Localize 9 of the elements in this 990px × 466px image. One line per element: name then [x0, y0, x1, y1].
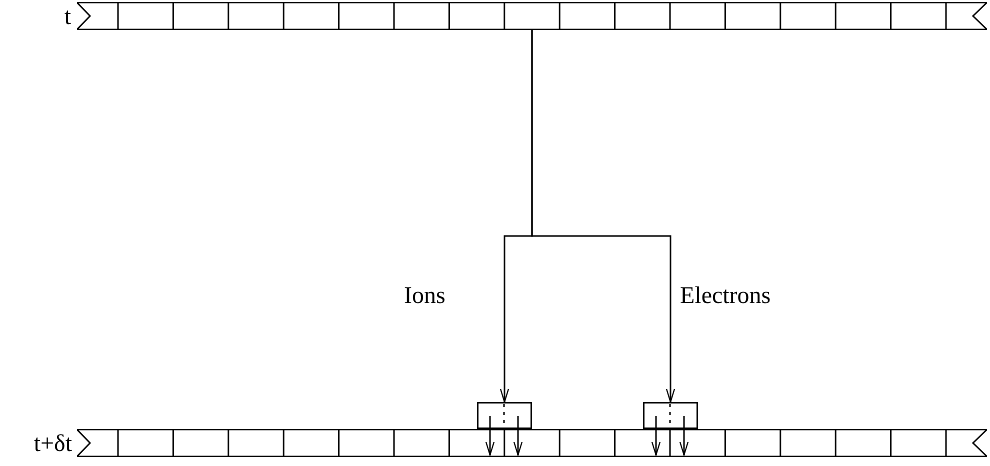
time-label: t — [63, 5, 71, 29]
edge-label: Ions — [404, 284, 446, 308]
arrow — [679, 416, 689, 456]
arrow — [513, 416, 523, 456]
arrow — [531, 30, 676, 403]
edge-label: Electrons — [680, 284, 771, 308]
arrow — [651, 416, 661, 456]
time-label: t+δt — [32, 432, 72, 456]
arrow — [485, 416, 495, 456]
